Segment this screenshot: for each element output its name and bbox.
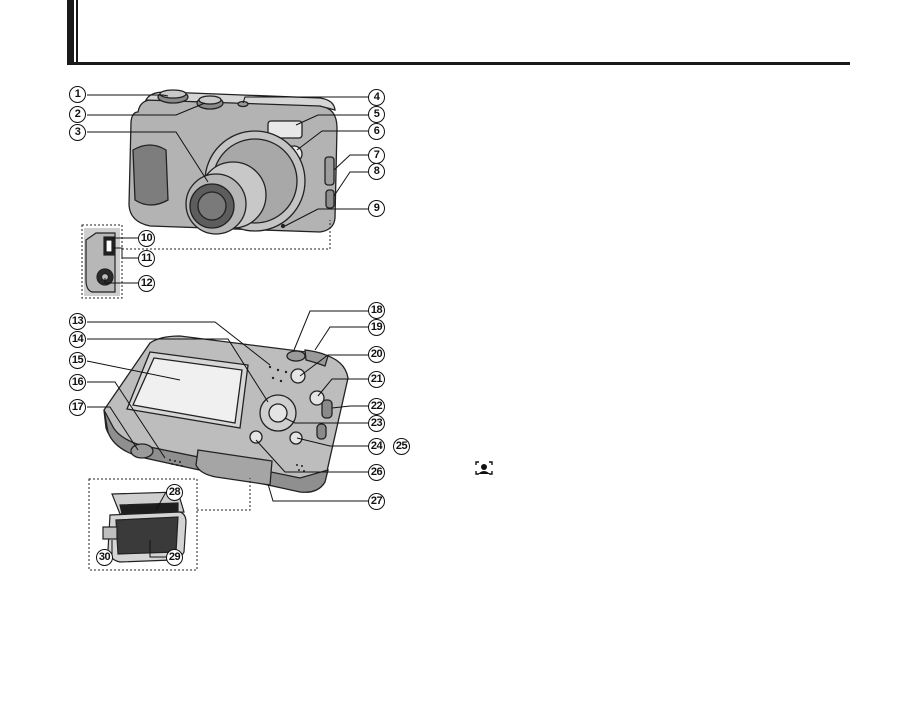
callout-30: 30 — [96, 549, 113, 566]
side-connectors-inset — [84, 228, 120, 296]
inset-connector-dotted — [81, 220, 331, 299]
inset-leader-lines — [104, 237, 138, 284]
callout-21: 21 — [368, 371, 385, 388]
callout-15: 15 — [69, 352, 86, 369]
callout-26: 26 — [368, 464, 385, 481]
callout-28: 28 — [166, 484, 183, 501]
callout-24: 24 — [368, 438, 385, 455]
callout-20: 20 — [368, 346, 385, 363]
callout-4: 4 — [368, 89, 385, 106]
callout-27: 27 — [368, 493, 385, 510]
front-leader-lines — [87, 94, 368, 227]
face-detection-icon — [475, 461, 493, 475]
callout-2: 2 — [69, 106, 86, 123]
callout-12: 12 — [138, 275, 155, 292]
callout-7: 7 — [368, 147, 385, 164]
battery-inset-connector — [88, 478, 251, 571]
callout-25: 25 — [393, 438, 410, 455]
back-leader-lines — [86, 310, 368, 502]
callout-19: 19 — [368, 319, 385, 336]
callout-16: 16 — [69, 374, 86, 391]
callout-3: 3 — [69, 124, 86, 141]
callout-22: 22 — [368, 398, 385, 415]
camera-back-view — [103, 335, 349, 493]
callout-1: 1 — [69, 86, 86, 103]
camera-front-view — [128, 89, 338, 235]
header-rule — [67, 62, 850, 65]
callout-29: 29 — [166, 549, 183, 566]
callout-14: 14 — [69, 331, 86, 348]
header-accent-bar — [67, 0, 74, 64]
header-accent-line — [76, 0, 78, 64]
callout-17: 17 — [69, 399, 86, 416]
callout-18: 18 — [368, 302, 385, 319]
callout-13: 13 — [69, 313, 86, 330]
callout-9: 9 — [368, 200, 385, 217]
callout-8: 8 — [368, 163, 385, 180]
callout-10: 10 — [138, 230, 155, 247]
callout-6: 6 — [368, 123, 385, 140]
callout-5: 5 — [368, 106, 385, 123]
callout-23: 23 — [368, 415, 385, 432]
callout-11: 11 — [138, 250, 155, 267]
